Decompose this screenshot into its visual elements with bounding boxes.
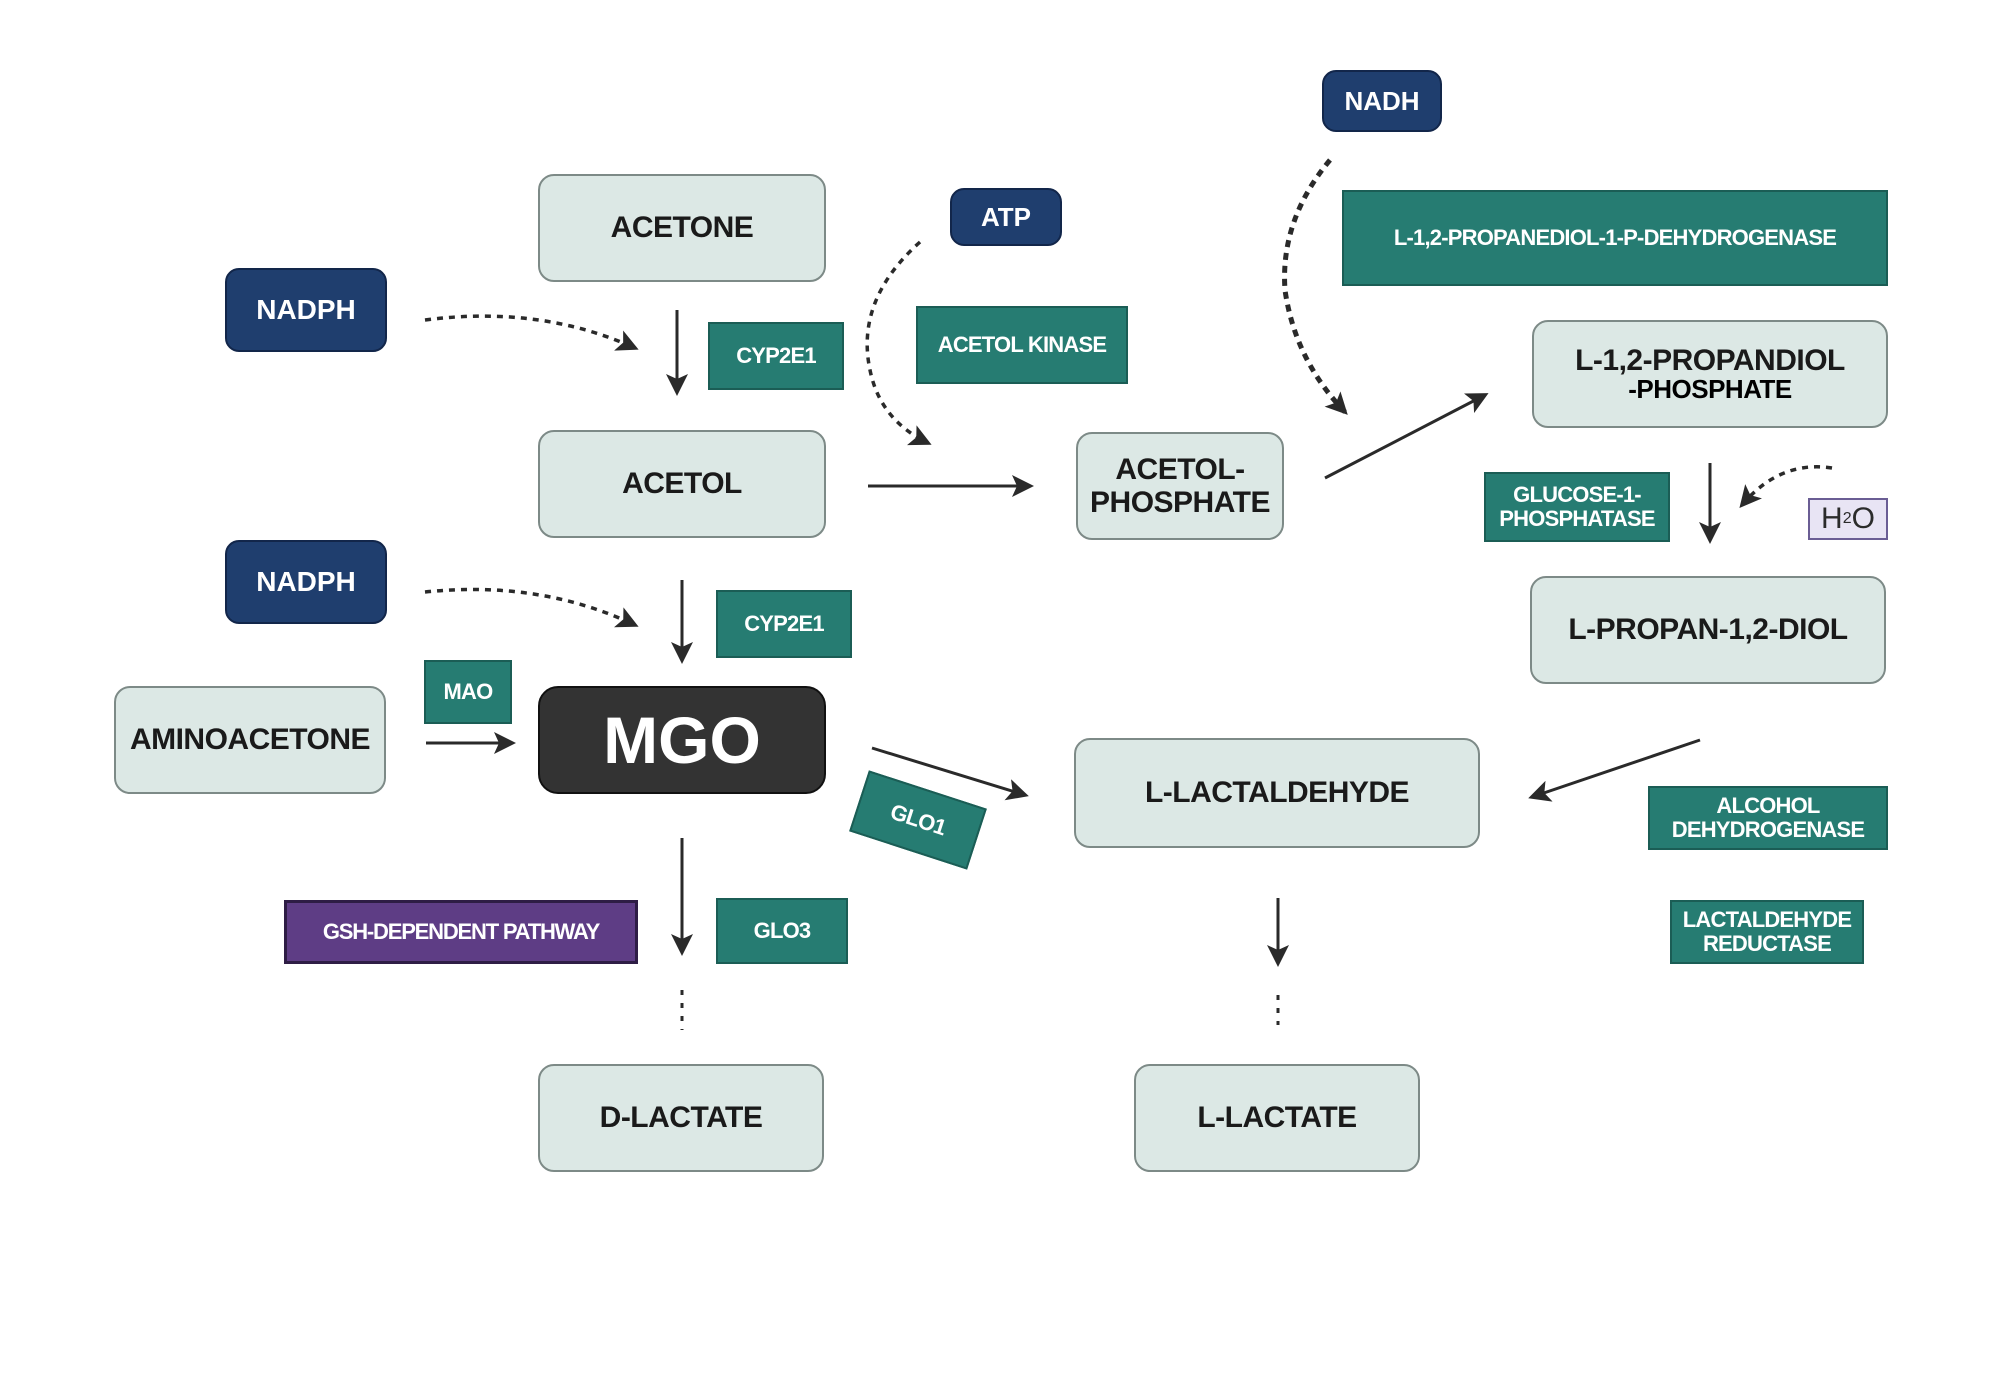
metabolite-l-lactate-label: L-LACTATE [1197,1101,1357,1134]
enzyme-acetol-kinase: ACETOL KINASE [916,306,1128,384]
cofactor-water-sub: 2 [1842,510,1852,527]
metabolite-propan-diol: L-PROPAN-1,2-DIOL [1530,576,1886,684]
enzyme-cyp2e1-bottom-label: CYP2E1 [744,611,824,637]
metabolite-lactaldehyde-label: L-LACTALDEHYDE [1144,776,1410,809]
cofactor-atp-label: ATP [980,201,1032,232]
enzyme-cyp2e1-bottom: CYP2E1 [716,590,852,658]
enzyme-mao-label: MAO [443,679,494,705]
metabolite-propan-diol-label: L-PROPAN-1,2-DIOL [1568,613,1848,646]
metabolite-l-lactate: L-LACTATE [1134,1064,1420,1172]
arrow-water [1739,465,1833,509]
enzyme-glucose-phosphatase: GLUCOSE-1- PHOSPHATASE [1484,472,1670,542]
metabolite-acetol-phosphate: ACETOL- PHOSPHATE [1076,432,1284,540]
cofactor-nadph-bottom-label: NADPH [256,566,356,597]
metabolite-acetone-label: ACETONE [610,211,754,244]
cofactor-water-o: O [1851,502,1875,535]
arrow-nadh [1282,158,1348,415]
arrow-nadph-bottom [424,587,639,628]
enzyme-acetol-kinase-label: ACETOL KINASE [937,332,1107,358]
enzyme-alcohol-dehydrogenase-line2: DEHYDROGENASE [1671,817,1865,842]
arrow-atp [865,240,932,446]
cofactor-nadh-label: NADH [1344,85,1420,116]
enzyme-lactaldehyde-reductase-line2: REDUCTASE [1702,931,1832,956]
enzyme-glucose-phosphatase-line2: PHOSPHATASE [1499,506,1655,531]
metabolite-aminoacetone: AMINOACETONE [114,686,386,794]
enzyme-glo3-label: GLO3 [753,918,811,944]
enzyme-propanediol-dehydrogenase: L-1,2-PROPANEDIOL-1-P-DEHYDROGENASE [1342,190,1888,286]
enzyme-glucose-phosphatase-line1: GLUCOSE-1- [1513,481,1641,507]
cofactor-nadh: NADH [1322,70,1442,132]
metabolite-acetol-label: ACETOL [622,467,742,500]
enzyme-alcohol-dehydrogenase: ALCOHOL DEHYDROGENASE [1648,786,1888,850]
enzyme-alcohol-dehydrogenase-line1: ALCOHOL [1716,792,1820,818]
enzyme-cyp2e1-top: CYP2E1 [708,322,844,390]
metabolite-propandiol-phosphate-line1: L-1,2-PROPANDIOL [1575,344,1845,377]
metabolite-d-lactate: D-LACTATE [538,1064,824,1172]
metabolite-aminoacetone-label: AMINOACETONE [129,723,371,756]
pathway-gsh-dependent-label: GSH-DEPENDENT PATHWAY [322,919,601,944]
pathway-gsh-dependent: GSH-DEPENDENT PATHWAY [284,900,638,964]
cofactor-nadph-top: NADPH [225,268,387,352]
cofactor-nadph-top-label: NADPH [256,294,356,325]
enzyme-lactaldehyde-reductase: LACTALDEHYDE REDUCTASE [1670,900,1864,964]
metabolite-propandiol-phosphate: L-1,2-PROPANDIOL -PHOSPHATE [1532,320,1888,428]
cofactor-atp: ATP [950,188,1062,246]
arrow-acetolphosphate-propandiolphosphate [1324,393,1489,480]
enzyme-mao: MAO [424,660,512,724]
metabolite-acetol: ACETOL [538,430,826,538]
enzyme-glo1-label: GLO1 [887,799,949,841]
metabolite-mgo: MGO [538,686,826,794]
cofactor-water-h: H [1821,502,1843,535]
enzyme-propanediol-dehydrogenase-label: L-1,2-PROPANEDIOL-1-P-DEHYDROGENASE [1393,225,1837,251]
metabolite-acetol-phosphate-line1: ACETOL- [1115,453,1245,486]
metabolite-acetone: ACETONE [538,174,826,282]
metabolite-mgo-label: MGO [603,703,761,777]
enzyme-lactaldehyde-reductase-line1: LACTALDEHYDE [1682,906,1852,932]
arrow-mgo-lactaldehyde [871,746,1029,801]
metabolite-acetol-phosphate-line2: PHOSPHATE [1090,486,1270,519]
metabolite-d-lactate-label: D-LACTATE [599,1101,763,1134]
cofactor-nadph-bottom: NADPH [225,540,387,624]
metabolite-propandiol-phosphate-line2: -PHOSPHATE [1628,374,1792,404]
enzyme-glo3: GLO3 [716,898,848,964]
enzyme-cyp2e1-top-label: CYP2E1 [736,343,816,369]
arrow-propandiol-lactaldehyde [1528,738,1701,802]
metabolite-lactaldehyde: L-LACTALDEHYDE [1074,738,1480,848]
arrow-nadph-top [424,314,639,351]
